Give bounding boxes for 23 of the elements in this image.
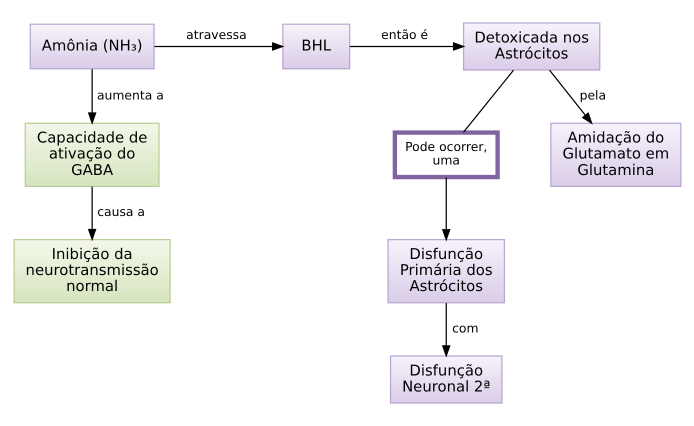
node-box: Detoxicada nos Astrócitos: [462, 22, 600, 71]
arrow: [441, 303, 450, 358]
edge-label: então é: [380, 28, 428, 42]
arrow: [441, 177, 450, 242]
edge-label: atravessa: [186, 28, 246, 42]
node-box: Disfunção Primária dos Astrócitos: [386, 239, 505, 304]
edge-label: pela: [579, 88, 606, 103]
arrow: [154, 42, 284, 51]
node-box: Capacidade de ativação do GABA: [24, 122, 160, 187]
node-box: Amidação do Glutamato em Glutamina: [550, 122, 681, 187]
node-box: Pode ocorrer, uma: [392, 130, 500, 180]
node-box: Amônia (NH₃): [29, 24, 154, 70]
node-box: Inibição da neurotransmissão normal: [13, 239, 170, 304]
node-box: BHL: [282, 24, 350, 70]
arrow: [548, 70, 592, 125]
connector: [462, 70, 514, 133]
node-box: Disfunção Neuronal 2ª: [389, 355, 502, 404]
edge-label: com: [452, 321, 478, 336]
arrow: [87, 186, 96, 242]
arrow: [87, 69, 96, 125]
arrow: [349, 42, 465, 51]
edge-label: aumenta a: [96, 88, 164, 103]
edge-label: causa a: [96, 205, 145, 220]
